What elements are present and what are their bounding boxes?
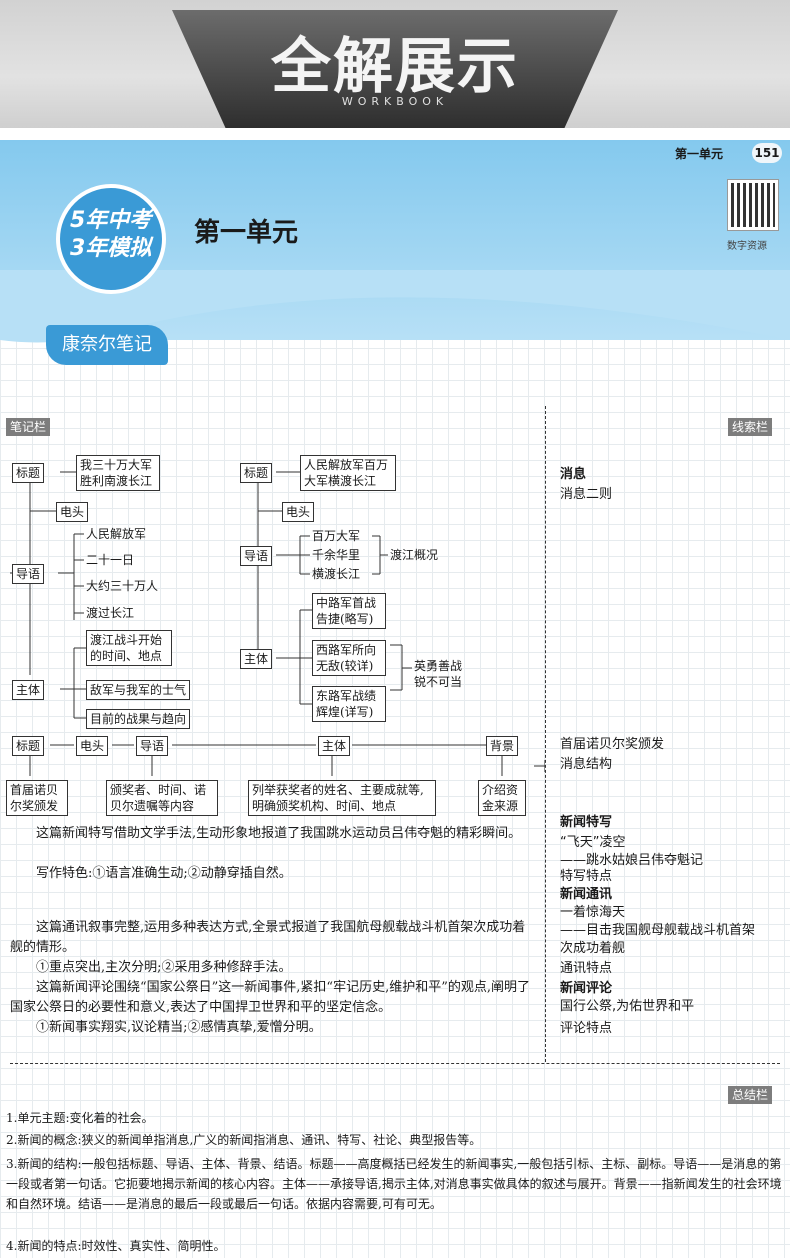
d2-body-summary: 英勇善战锐不可当 bbox=[414, 659, 463, 689]
note-paragraph: ①新闻事实翔实,议论精当;②感情真挚,爱憎分明。 bbox=[36, 1020, 322, 1035]
logo-line-1: 5年中考 bbox=[70, 208, 152, 233]
d3-node: 导语 bbox=[136, 736, 169, 756]
notes-column-tag: 笔记栏 bbox=[6, 418, 51, 436]
d3-detail: 颁奖者、时间、诺贝尔遗嘱等内容 bbox=[106, 780, 218, 816]
d1-body-item: 敌军与我军的士气 bbox=[86, 680, 191, 700]
banner-title: 全解展示 bbox=[271, 32, 519, 102]
d1-lead-item: 二十一日 bbox=[86, 553, 135, 567]
qr-caption: 数字资源 bbox=[727, 241, 767, 252]
d1-title-box: 标题 bbox=[12, 463, 45, 483]
cue-item: 消息 bbox=[560, 467, 587, 482]
d2-electric-box: 电头 bbox=[282, 502, 315, 522]
d2-lead-summary: 渡江概况 bbox=[390, 548, 439, 562]
summary-tag: 总结栏 bbox=[728, 1086, 773, 1104]
notes-diagrams: 标题 我三十万大军胜利南渡长江 电头 导语 人民解放军 二十一日 大约三十万人 … bbox=[0, 140, 545, 840]
d3-detail: 首届诺贝尔奖颁发 bbox=[6, 780, 68, 816]
d1-lead-item: 人民解放军 bbox=[86, 527, 147, 541]
column-divider bbox=[545, 406, 546, 1062]
cue-item: 消息结构 bbox=[560, 757, 613, 772]
d3-detail: 列举获奖者的姓名、主要成就等,明确颁奖机构、时间、地点 bbox=[248, 780, 436, 816]
note-paragraph: 写作特色:①语言准确生动;②动静穿插自然。 bbox=[36, 866, 292, 881]
d2-body-item: 中路军首战告捷(略写) bbox=[312, 593, 386, 629]
d2-body-item: 西路军所向无敌(较详) bbox=[312, 640, 386, 676]
cues-column-tag: 线索栏 bbox=[728, 418, 773, 436]
cue-item: 通讯特点 bbox=[560, 961, 613, 976]
book-logo: 5年中考 3年模拟 bbox=[56, 184, 166, 294]
summary-item: 3.新闻的结构:一般包括标题、导语、主体、背景、结语。标题——高度概括已经发生的… bbox=[6, 1157, 782, 1211]
diagram-connectors bbox=[10, 471, 545, 776]
d1-body-item: 目前的战果与趋向 bbox=[86, 709, 191, 729]
d1-title-text: 我三十万大军胜利南渡长江 bbox=[76, 455, 160, 491]
banner-subtitle: WORKBOOK bbox=[341, 95, 449, 108]
running-unit-label: 第一单元 bbox=[675, 147, 724, 161]
workbook-page: 第一单元 151 5年中考 3年模拟 第一单元 数字资源 康奈尔笔记 笔记栏 线… bbox=[0, 140, 790, 1258]
cue-item: ——跳水姑娘吕伟夺魁记 bbox=[560, 853, 704, 868]
d2-title-text: 人民解放军百万大军横渡长江 bbox=[300, 455, 396, 491]
cornell-notes-tag: 康奈尔笔记 bbox=[46, 325, 168, 365]
cue-item: 特写特点 bbox=[560, 869, 613, 884]
note-paragraph: 这篇新闻特写借助文学手法,生动形象地报道了我国跳水运动员吕伟夺魁的精彩瞬间。 bbox=[36, 826, 522, 841]
d3-detail: 介绍资金来源 bbox=[478, 780, 526, 816]
cue-item: 首届诺贝尔奖颁发 bbox=[560, 737, 665, 752]
d2-title-box: 标题 bbox=[240, 463, 273, 483]
unit-title: 第一单元 bbox=[194, 218, 299, 248]
cue-item: 评论特点 bbox=[560, 1021, 613, 1036]
cue-item: 次成功着舰 bbox=[560, 941, 626, 956]
d3-node: 标题 bbox=[12, 736, 45, 756]
cue-item: 新闻特写 bbox=[560, 815, 613, 830]
cue-item: 一着惊海天 bbox=[560, 905, 626, 920]
note-paragraph: 这篇通讯叙事完整,运用多种表达方式,全景式报道了我国航母舰载战斗机首架次成功着舰… bbox=[10, 920, 526, 955]
logo-line-2: 3年模拟 bbox=[70, 236, 152, 261]
cue-item: 新闻评论 bbox=[560, 981, 613, 996]
cue-item: “飞天”凌空 bbox=[560, 835, 626, 850]
d2-lead-item: 千余华里 bbox=[312, 548, 361, 562]
note-paragraph: 这篇新闻评论围绕“国家公祭日”这一新闻事件,紧扣“牢记历史,维护和平”的观点,阐… bbox=[10, 980, 530, 1015]
qr-code-icon[interactable] bbox=[727, 179, 779, 231]
summary-item: 4.新闻的特点:时效性、真实性、简明性。 bbox=[6, 1239, 226, 1253]
d3-node: 主体 bbox=[318, 736, 351, 756]
d2-lead-box: 导语 bbox=[240, 546, 273, 566]
d1-body-item: 渡江战斗开始的时间、地点 bbox=[86, 630, 172, 666]
d1-body-box: 主体 bbox=[12, 680, 45, 700]
summary-item: 2.新闻的概念:狭义的新闻单指消息,广义的新闻指消息、通讯、特写、社论、典型报告… bbox=[6, 1133, 482, 1147]
d3-node: 背景 bbox=[486, 736, 519, 756]
d1-lead-box: 导语 bbox=[12, 564, 45, 584]
banner: 全解展示 WORKBOOK bbox=[0, 0, 790, 128]
header-wave bbox=[0, 270, 790, 343]
d2-lead-item: 百万大军 bbox=[312, 529, 361, 543]
note-paragraph: ①重点突出,主次分明;②采用多种修辞手法。 bbox=[36, 960, 292, 975]
page-number: 151 bbox=[752, 143, 782, 163]
summary-item: 1.单元主题:变化着的社会。 bbox=[6, 1111, 154, 1125]
d3-node: 电头 bbox=[76, 736, 109, 756]
d2-body-item: 东路军战绩辉煌(详写) bbox=[312, 686, 386, 722]
d1-electric-box: 电头 bbox=[56, 502, 89, 522]
d1-lead-item: 大约三十万人 bbox=[86, 579, 159, 593]
cue-item: 新闻通讯 bbox=[560, 887, 613, 902]
d2-body-box: 主体 bbox=[240, 649, 273, 669]
summary-divider bbox=[10, 1063, 780, 1064]
cue-item: ——目击我国舰母舰载战斗机首架 bbox=[560, 923, 756, 938]
cue-item: 国行公祭,为佑世界和平 bbox=[560, 999, 695, 1014]
cue-item: 消息二则 bbox=[560, 487, 613, 502]
d2-lead-item: 横渡长江 bbox=[312, 567, 361, 581]
d1-lead-item: 渡过长江 bbox=[86, 606, 135, 620]
